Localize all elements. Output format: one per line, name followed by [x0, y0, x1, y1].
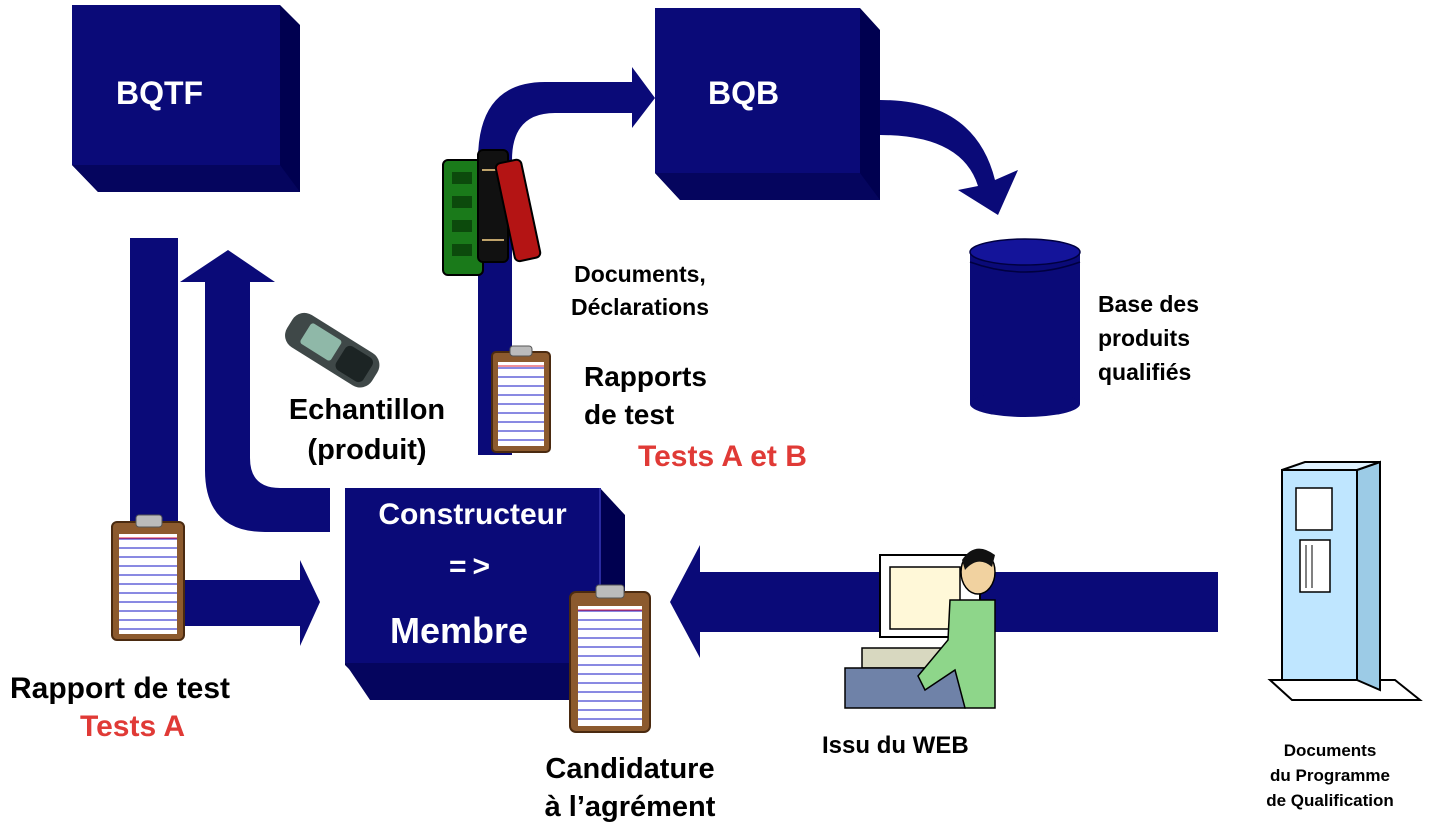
books-icon — [442, 149, 542, 276]
right-arrow-to-constructeur — [180, 560, 320, 646]
constructeur-box — [345, 488, 625, 700]
bqtf-box — [72, 5, 300, 192]
docprog-line-3: de Qualification — [1266, 791, 1394, 810]
rapport-de-test-label: Rapport de test — [10, 672, 231, 705]
documents-programme-label: Documents du Programme de Qualification — [1235, 738, 1425, 813]
candidature-line-1: Candidature — [545, 753, 715, 785]
documents-label: Documents, Déclarations — [530, 258, 750, 324]
person-at-computer-icon — [844, 548, 996, 709]
bqb-box — [655, 8, 880, 200]
database-cylinder-icon — [969, 238, 1081, 417]
tests-a-label: Tests A — [80, 710, 186, 743]
clipboard-icon — [569, 584, 651, 733]
curved-arrow-to-database — [880, 100, 1018, 215]
base-line-2: produits — [1098, 325, 1190, 351]
echantillon-line-1: Echantillon — [288, 394, 446, 426]
base-produits-label: Base des produits qualifiés — [1098, 287, 1199, 389]
echantillon-label: Echantillon (produit) — [262, 390, 472, 470]
echantillon-line-2: (produit) — [307, 434, 427, 466]
rapports-line-1: Rapports — [584, 361, 707, 392]
constructeur-label: Constructeur — [378, 498, 567, 531]
up-arrow-to-bqtf — [180, 250, 330, 532]
bqtf-label: BQTF — [116, 75, 204, 111]
docprog-line-2: du Programme — [1270, 766, 1390, 785]
rapports-label: Rapports de test — [584, 358, 707, 434]
bqb-label: BQB — [708, 75, 780, 111]
base-line-3: qualifiés — [1098, 359, 1192, 385]
issu-du-web-label: Issu du WEB — [822, 732, 969, 759]
membre-label: Membre — [390, 610, 529, 651]
server-tower-icon — [1267, 460, 1423, 701]
bqtf-down-shaft — [130, 238, 178, 528]
docprog-line-1: Documents — [1283, 741, 1377, 760]
documents-line-2: Déclarations — [570, 294, 710, 320]
candidature-label: Candidature à l’agrément — [500, 750, 760, 826]
tests-a-et-b-label: Tests A et B — [638, 440, 807, 473]
phone-icon — [285, 312, 380, 388]
clipboard-icon — [111, 514, 185, 641]
clipboard-icon — [491, 345, 551, 453]
documents-line-1: Documents, — [574, 261, 706, 287]
constructeur-arrow-label: => — [448, 550, 497, 583]
rapports-line-2: de test — [584, 399, 675, 430]
base-line-1: Base des — [1098, 291, 1200, 317]
candidature-line-2: à l’agrément — [544, 791, 716, 823]
